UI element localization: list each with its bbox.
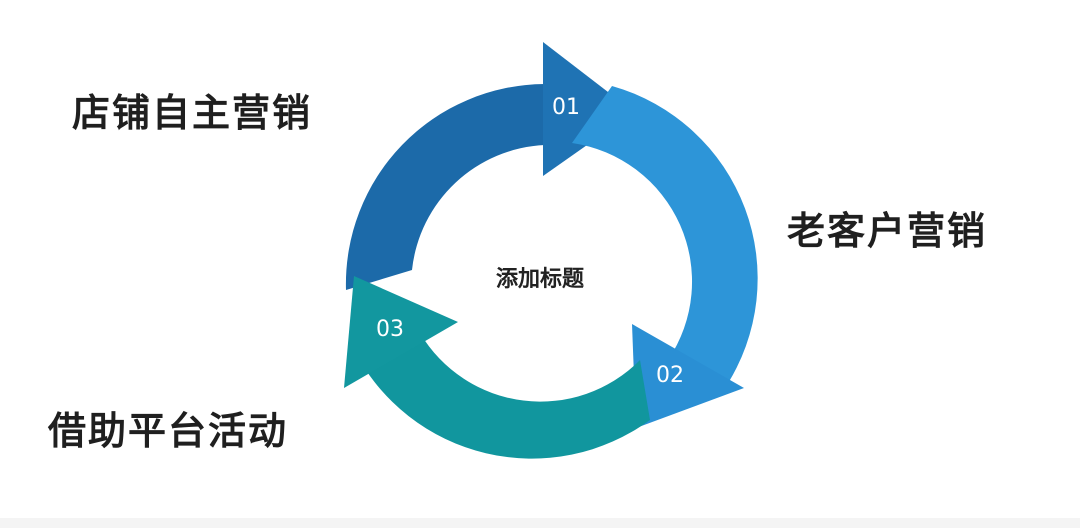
cycle-arrow-02 [632, 324, 744, 428]
step-number-03: 03 [376, 317, 404, 342]
cycle-segment-01 [345, 84, 545, 290]
step-label-01: 店铺自主营销 [72, 91, 313, 135]
cycle-arrow-01 [543, 42, 634, 176]
cycle-arrow-03 [344, 276, 458, 388]
step-number-02: 02 [656, 363, 684, 388]
step-label-03: 借助平台活动 [48, 409, 289, 453]
cycle-segment-03 [354, 333, 650, 459]
step-number-01: 01 [552, 95, 580, 120]
cycle-segment-02 [572, 86, 758, 388]
bottom-strip [0, 518, 1080, 528]
step-label-02: 老客户营销 [787, 209, 988, 253]
center-title: 添加标题 [496, 266, 585, 292]
